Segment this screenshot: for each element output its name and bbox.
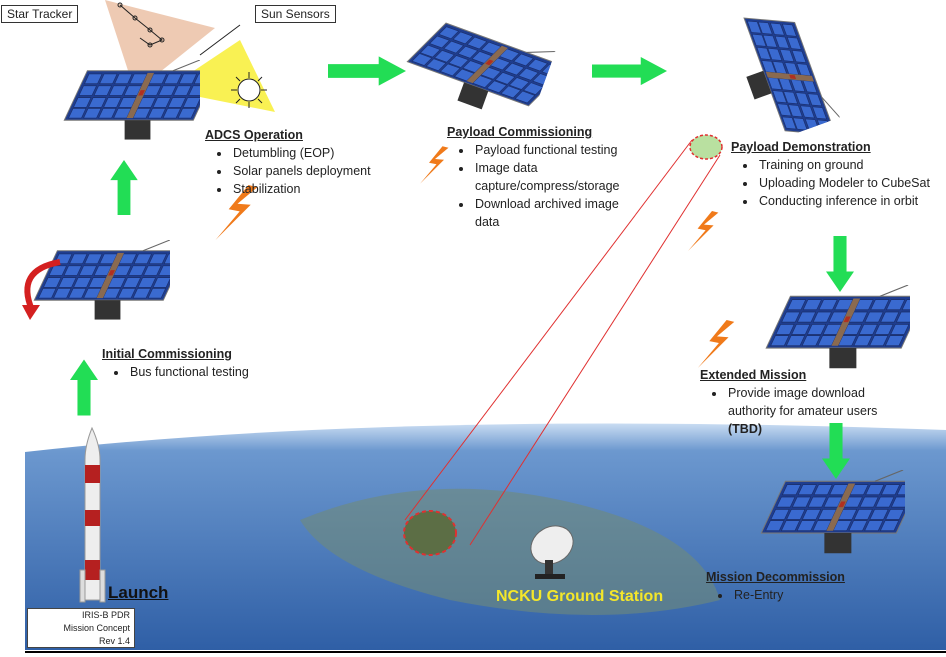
phase-title: Initial Commissioning [102,347,232,361]
arrow-to-payload-demo [592,56,667,86]
info-line: IRIS-B PDR [81,610,130,620]
phase-item: Detumbling (EOP) [231,144,395,162]
phase-item: Provide image download authority for ama… [726,384,905,438]
target-area-icon [403,510,457,556]
info-line: Mission Concept [63,623,130,633]
sun-icon [231,72,267,108]
phase-item: Stabilization [231,180,395,198]
phase-adcs: ADCS Operation Detumbling (EOP)Solar pan… [205,126,395,198]
satellite-payload-demo [726,0,840,145]
lightning-icon [697,320,735,368]
phase-item: Solar panels deployment [231,162,395,180]
lightning-icon [688,211,719,251]
phase-payload-commissioning: Payload Commissioning Payload functional… [447,123,637,231]
constellation-icon [117,2,165,48]
phase-item: Re-Entry [732,586,906,604]
launch-label: Launch [108,583,169,602]
arrow-to-payload-commissioning [328,56,406,86]
star-tracker-fov [105,0,215,92]
phase-title: Mission Decommission [706,570,845,584]
rocket-icon [79,426,106,603]
phase-item: Uploading Modeler to CubeSat [757,174,946,192]
arrow-to-adcs [110,160,138,215]
phase-title: ADCS Operation [205,128,303,142]
satellite-payload-commissioning [400,4,556,133]
phase-item: Payload functional testing [473,141,637,159]
satellite-adcs [63,60,200,141]
phase-item: Conducting inference in orbit [757,192,946,210]
tbd-note: (TBD) [728,422,763,436]
document-info-box: IRIS-B PDR Mission Concept Rev 1.4 [27,608,135,648]
star-tracker-label: Star Tracker [1,5,79,23]
phase-item: Bus functional testing [128,363,302,381]
ground-station-dish-icon [530,525,574,579]
phase-title: Payload Commissioning [447,125,593,139]
ground-station-label: NCKU Ground Station [496,588,664,605]
phase-item: Image data capture/compress/storage [473,159,637,195]
satellite-extended [765,285,910,369]
imaging-line-right [469,154,721,546]
phase-mission-decommission: Mission Decommission Re-Entry [706,568,906,604]
lightning-icon [420,146,449,184]
info-line: Rev 1.4 [98,636,130,646]
tumble-arrow-icon [24,259,61,312]
imaging-line-left [404,139,693,521]
phase-item-text: Provide image download authority for ama… [728,386,878,418]
sun-sensors-label: Sun Sensors [255,5,336,23]
taiwan-landmass [300,488,720,615]
sun-sensor-pointer [199,24,241,56]
arrow-to-extended [826,236,854,292]
satellite-initial [33,240,170,321]
phase-title: Extended Mission [700,368,807,382]
phase-payload-demonstration: Payload Demonstration Training on ground… [731,138,946,210]
inference-image-icon [689,134,723,160]
arrow-to-initial [70,359,98,416]
phase-item: Training on ground [757,156,946,174]
phase-item: Download archived image data [473,195,637,231]
phase-initial-commissioning: Initial Commissioning Bus functional tes… [102,345,302,381]
phase-title: Payload Demonstration [731,140,871,154]
phase-extended-mission: Extended Mission Provide image download … [700,366,905,438]
